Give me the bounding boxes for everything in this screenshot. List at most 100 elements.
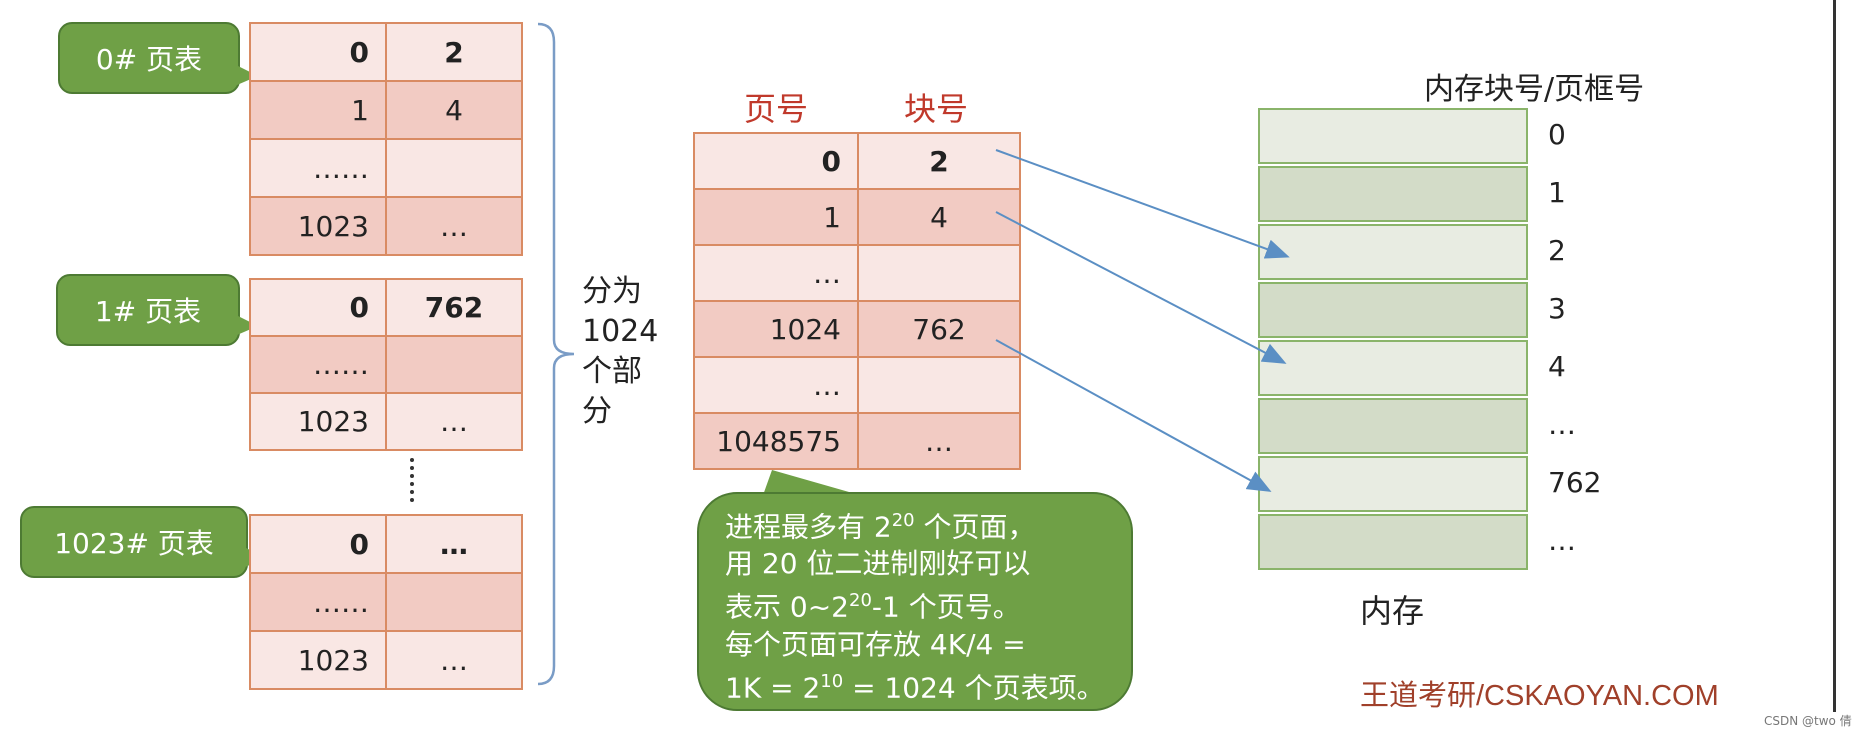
note-line: 1K = 210 = 1024 个页表项。	[725, 670, 1105, 704]
memory-block	[1258, 282, 1528, 338]
note-line: 进程最多有 220 个页面，	[725, 510, 1036, 544]
note-tail	[762, 470, 870, 498]
page-table-0-label-text: 0# 页表	[95, 43, 203, 76]
page-table-1-label: 1# 页表	[56, 274, 240, 346]
page-number-cell: 1024	[693, 300, 859, 358]
block-number-cell: …	[385, 392, 523, 451]
arrow-page0-to-block2	[995, 149, 1290, 259]
block-number-cell	[857, 244, 1021, 302]
memory-block	[1258, 224, 1528, 280]
memory-block-label: 3	[1548, 292, 1566, 325]
callout-tail-1	[230, 312, 258, 338]
page-table-0-label: 0# 页表	[58, 22, 240, 94]
brace-label-line: 分为	[582, 274, 642, 309]
table-row: 1024 762	[693, 300, 1021, 358]
memory-block-label: 762	[1548, 466, 1602, 499]
table-row: 1023 …	[249, 392, 523, 451]
ellipsis-vertical-icon	[410, 458, 414, 502]
memory-block	[1258, 166, 1528, 222]
table-row: 0 2	[693, 132, 1021, 190]
page-table-1023-label-text: 1023# 页表	[54, 527, 214, 560]
memory-block-label: …	[1548, 408, 1576, 441]
table-row: 1 4	[249, 80, 523, 140]
page-number-cell: …	[693, 356, 859, 414]
block-number-header: 块号	[904, 90, 969, 128]
table-row: 1023 …	[249, 196, 523, 256]
table-row: 1023 …	[249, 630, 523, 690]
table-row: 1 4	[693, 188, 1021, 246]
brace-label-line: 1024	[582, 314, 659, 349]
block-number-cell: …	[385, 196, 523, 256]
memory-block-label: 0	[1548, 118, 1566, 151]
page-number-cell: 1023	[249, 196, 387, 256]
page-table-1023-label: 1023# 页表	[20, 506, 248, 578]
arrow-page1024-to-block762	[995, 339, 1272, 492]
block-number-cell: 4	[385, 80, 523, 140]
note-line: 每个页面可存放 4K/4 =	[725, 627, 1026, 661]
block-number-cell	[385, 138, 523, 198]
arrow-page1-to-block4	[995, 211, 1287, 364]
table-row: 1048575 …	[693, 412, 1021, 470]
block-number-cell: 4	[857, 188, 1021, 246]
page-number-cell: 1	[249, 80, 387, 140]
page-number-cell: ……	[249, 335, 387, 394]
memory-block	[1258, 398, 1528, 454]
memory-block	[1258, 456, 1528, 512]
memory-block	[1258, 108, 1528, 164]
memory-block-label: 2	[1548, 234, 1566, 267]
block-number-cell	[857, 356, 1021, 414]
block-number-cell: …	[857, 412, 1021, 470]
page-number-cell: 0	[249, 22, 387, 82]
page-number-cell: 1	[693, 188, 859, 246]
memory-title: 内存块号/页框号	[1424, 72, 1645, 107]
table-row: 0 2	[249, 22, 523, 82]
page-number-cell: 0	[249, 514, 387, 574]
block-number-cell	[385, 572, 523, 632]
watermark: 王道考研/CSKAOYAN.COM	[1360, 680, 1719, 712]
page-table-0: 0 2 1 4 …… 1023 …	[249, 22, 523, 256]
page-number-cell: 0	[693, 132, 859, 190]
table-row: 0 …	[249, 514, 523, 574]
table-row: ……	[249, 572, 523, 632]
right-brace-icon	[537, 22, 575, 686]
table-row: ……	[249, 335, 523, 394]
memory-block-label: …	[1548, 524, 1576, 557]
block-number-cell: 762	[385, 278, 523, 337]
block-number-cell	[385, 335, 523, 394]
page-number-cell: 1048575	[693, 412, 859, 470]
note-line: 表示 0~220-1 个页号。	[725, 590, 1021, 624]
note-line: 用 20 位二进制刚好可以	[725, 547, 1031, 581]
table-row: 0 762	[249, 278, 523, 337]
page-number-cell: 1023	[249, 392, 387, 451]
memory-block-label: 4	[1548, 350, 1566, 383]
right-edge-line	[1833, 0, 1836, 712]
memory-caption: 内存	[1360, 592, 1425, 630]
block-number-cell: 2	[385, 22, 523, 82]
page-table-1: 0 762 …… 1023 …	[249, 278, 523, 451]
callout-tail-0	[230, 62, 258, 88]
block-number-cell: 762	[857, 300, 1021, 358]
explanation-note: 进程最多有 220 个页面， 用 20 位二进制刚好可以 表示 0~220-1 …	[697, 492, 1133, 711]
memory-block	[1258, 340, 1528, 396]
page-number-header: 页号	[744, 90, 809, 128]
process-page-table: 0 2 1 4 … 1024 762 … 1048575 …	[693, 132, 1021, 470]
page-number-cell: ……	[249, 572, 387, 632]
brace-label-line: 个部	[582, 354, 642, 389]
table-row: …	[693, 356, 1021, 414]
page-table-1023: 0 … …… 1023 …	[249, 514, 523, 690]
page-table-1-label-text: 1# 页表	[94, 295, 202, 328]
memory-block	[1258, 514, 1528, 570]
page-number-cell: 0	[249, 278, 387, 337]
block-number-cell: …	[385, 630, 523, 690]
brace-label-line: 分	[582, 394, 612, 429]
block-number-cell: …	[385, 514, 523, 574]
block-number-cell: 2	[857, 132, 1021, 190]
page-number-cell: 1023	[249, 630, 387, 690]
table-row: ……	[249, 138, 523, 198]
brace-label: 分为 1024 个部 分	[582, 272, 658, 432]
page-number-cell: …	[693, 244, 859, 302]
table-row: …	[693, 244, 1021, 302]
memory-block-label: 1	[1548, 176, 1566, 209]
page-number-cell: ……	[249, 138, 387, 198]
